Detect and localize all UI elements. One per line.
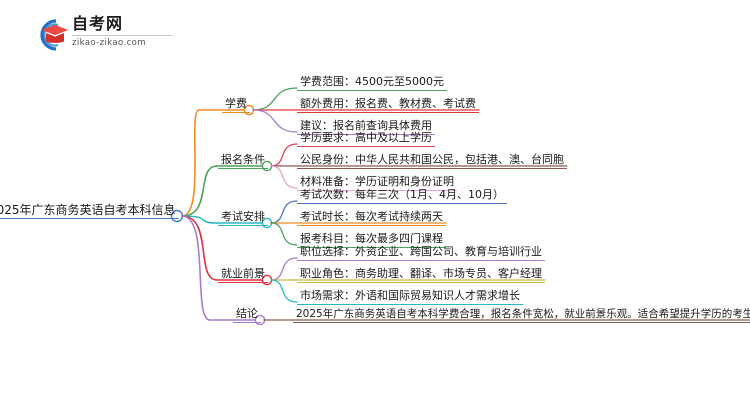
leaf-node-4-1[interactable]: 职位选择：外资企业、跨国公司、教育与培训行业 — [297, 245, 545, 261]
connector-line — [270, 257, 298, 281]
connector-line — [252, 87, 298, 111]
leaf-node-4-3[interactable]: 市场需求：外语和国际贸易知识人才需求增长 — [297, 289, 523, 305]
connector-line — [181, 109, 200, 217]
root-node[interactable]: 2025年广东商务英语自考本科信息 — [0, 203, 179, 219]
connector-line — [270, 222, 298, 246]
branch-node-1[interactable]: 学费 — [222, 97, 250, 113]
leaf-node-2-2[interactable]: 公民身份：中华人民共和国公民，包括港、澳、台同胞 — [297, 153, 567, 169]
connector-line — [270, 279, 298, 303]
connector-line — [181, 215, 218, 281]
leaf-node-3-3[interactable]: 报考科目：每次最多四门课程 — [297, 232, 446, 248]
branch-node-2[interactable]: 报名条件 — [218, 153, 268, 169]
logo-name: 自考网 — [72, 14, 172, 36]
connector-line — [270, 143, 298, 167]
leaf-node-1-1[interactable]: 学费范围：4500元至5000元 — [297, 75, 447, 91]
logo-url: zikao-zikao.com — [72, 38, 146, 48]
leaf-node-2-3[interactable]: 材料准备：学历证明和身份证明 — [297, 175, 457, 191]
leaf-node-3-2[interactable]: 考试时长：每次考试持续两天 — [297, 210, 446, 226]
branch-node-4[interactable]: 就业前景 — [218, 267, 268, 283]
branch-node-5[interactable]: 结论 — [233, 307, 261, 323]
graduation-cap-icon — [28, 16, 68, 54]
leaf-node-4-2[interactable]: 职业角色：商务助理、翻译、市场专员、客户经理 — [297, 267, 545, 283]
leaf-node-1-3[interactable]: 建议：报名前查询具体费用 — [297, 119, 435, 135]
leaf-node-2-1[interactable]: 学历要求：高中及以上学历 — [297, 131, 435, 147]
connector-line — [270, 165, 298, 189]
leaf-node-1-2[interactable]: 额外费用：报名费、教材费、考试费 — [297, 97, 479, 113]
connector-line — [270, 200, 298, 224]
connector-line — [181, 165, 218, 217]
connector-line — [181, 215, 211, 321]
leaf-node-3-1[interactable]: 考试次数：每年三次（1月、4月、10月） — [297, 188, 507, 204]
leaf-node-5-1[interactable]: 2025年广东商务英语自考本科学费合理，报名条件宽松，就业前景乐观。适合希望提升… — [293, 307, 750, 323]
connector-line — [181, 215, 218, 224]
site-logo: 自考网 zikao-zikao.com — [28, 12, 173, 56]
branch-node-3[interactable]: 考试安排 — [218, 210, 268, 226]
connector-line — [252, 109, 298, 133]
